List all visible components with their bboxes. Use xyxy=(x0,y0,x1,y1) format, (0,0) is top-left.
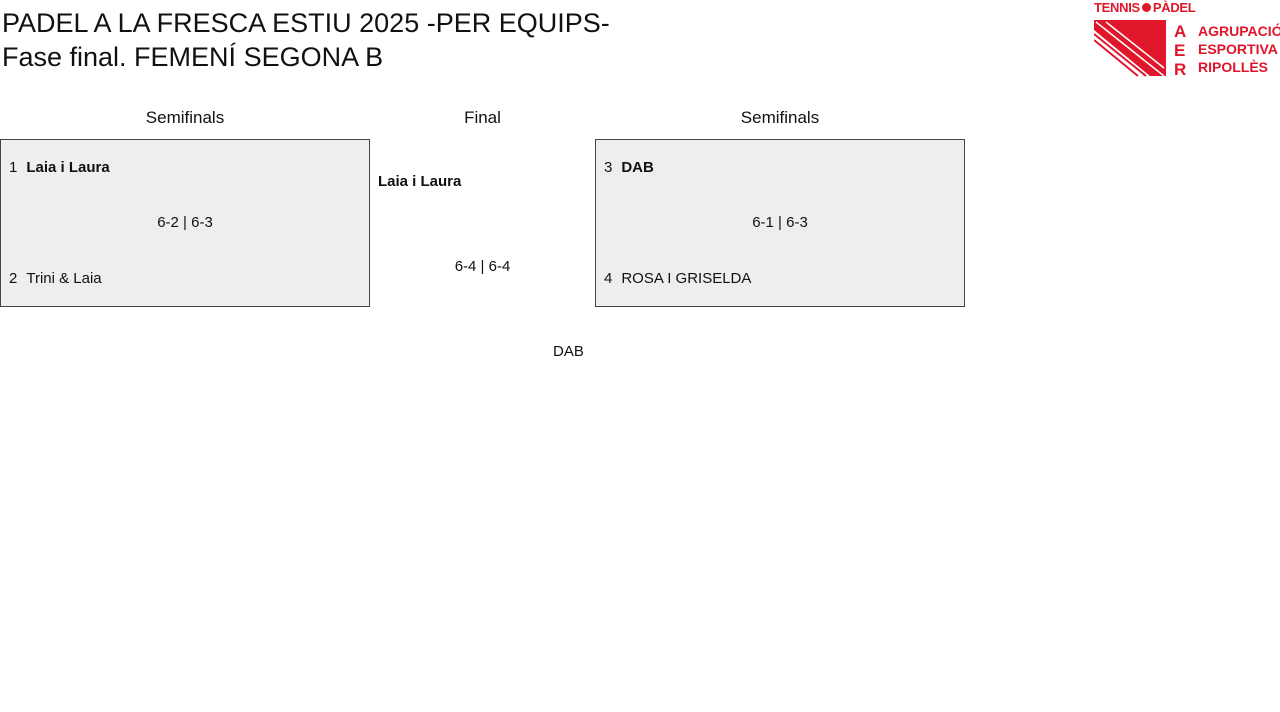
heading-final: Final xyxy=(464,108,501,127)
seed-number: 3 xyxy=(604,159,613,176)
seed-number: 4 xyxy=(604,270,613,287)
semifinal-left-score: 6-2 | 6-3 xyxy=(157,214,213,231)
club-logo: TENNIS PÀDEL A E R AGRUPACIÓ ESPORTIVA RI… xyxy=(1094,0,1280,80)
logo-letter-a: A xyxy=(1174,22,1186,41)
semifinal-left-team1: 1 Laia i Laura xyxy=(9,158,110,178)
page-title-line2: Fase final. FEMENÍ SEGONA B xyxy=(2,42,384,72)
logo-padel-text: PÀDEL xyxy=(1152,0,1196,15)
logo-club-name: AGRUPACIÓ ESPORTIVA RIPOLLÈS xyxy=(1198,22,1280,76)
heading-semifinals-right: Semifinals xyxy=(740,108,820,127)
logo-wordmark: TENNIS PÀDEL xyxy=(1094,0,1196,16)
final-score: 6-4 | 6-4 xyxy=(454,258,511,275)
logo-letter-e: E xyxy=(1174,41,1185,60)
tennis-ball-icon xyxy=(1141,3,1151,12)
logo-letter-r: R xyxy=(1174,60,1186,79)
seed-number: 1 xyxy=(9,159,18,176)
team-name: ROSA I GRISELDA xyxy=(621,270,752,287)
semifinal-right-team2: 4 ROSA I GRISELDA xyxy=(604,269,751,289)
page-title: PADEL A LA FRESCA ESTIU 2025 -PER EQUIPS… xyxy=(2,6,610,74)
team-name: Laia i Laura xyxy=(26,159,110,176)
semifinal-right-match[interactable]: 3 DAB 6-1 | 6-3 4 ROSA I GRISELDA xyxy=(595,139,965,307)
logo-line-3: RIPOLLÈS xyxy=(1198,59,1269,75)
final-finalist: Laia i Laura xyxy=(378,173,462,190)
team-name: Trini & Laia xyxy=(26,270,102,287)
logo-tennis-text: TENNIS xyxy=(1094,0,1140,15)
semifinal-right-team1: 3 DAB xyxy=(604,158,654,178)
logo-emblem: A E R xyxy=(1094,20,1186,79)
semifinal-right-score: 6-1 | 6-3 xyxy=(752,214,808,231)
semifinal-left-team2: 2 Trini & Laia xyxy=(9,269,102,289)
team-name: DAB xyxy=(621,159,654,176)
semifinal-left-match[interactable]: 1 Laia i Laura 6-2 | 6-3 2 Trini & Laia xyxy=(0,139,370,307)
logo-line-1: AGRUPACIÓ xyxy=(1198,23,1280,39)
heading-semifinals-left: Semifinals xyxy=(145,108,225,127)
champion-name: DAB xyxy=(553,343,584,360)
seed-number: 2 xyxy=(9,270,18,287)
page-title-line1: PADEL A LA FRESCA ESTIU 2025 -PER EQUIPS… xyxy=(2,8,610,38)
logo-line-2: ESPORTIVA xyxy=(1198,41,1278,57)
